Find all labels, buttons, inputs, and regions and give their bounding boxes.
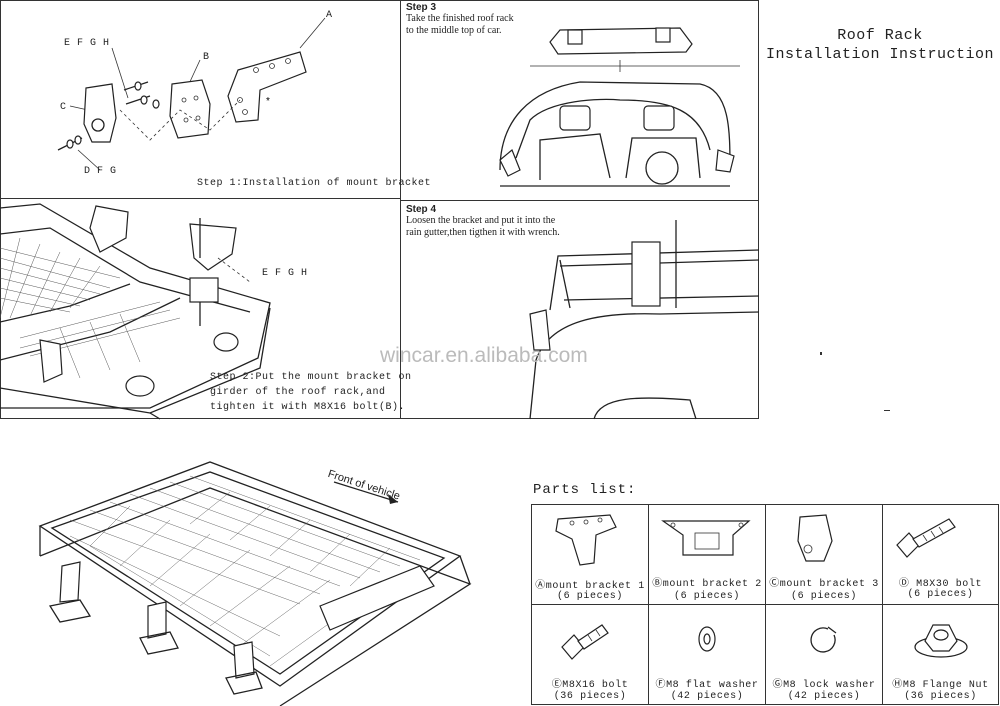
part-qty: (6 pieces) [673, 591, 740, 602]
title-line1: Roof Rack [837, 27, 923, 44]
step2-label-efgh: E F G H [262, 268, 308, 279]
step1-caption: Step 1:Installation of mount bracket [197, 178, 432, 189]
mount-bracket-3-icon [797, 514, 833, 562]
part-qty: (6 pieces) [556, 591, 623, 602]
part-cell-a: Ⓐmount bracket 1 (6 pieces) [531, 504, 649, 605]
step4-text: Step 4 Loosen the bracket and put it int… [406, 204, 560, 239]
part-name: Ⓓ M8X30 bolt [898, 579, 983, 590]
step3-line1: Take the finished roof rack [406, 13, 514, 24]
part-qty: (6 pieces) [907, 589, 974, 600]
rack-3d-diagram [38, 461, 472, 706]
m8x16-bolt-icon [561, 624, 609, 660]
part-cell-e: ⒺM8X16 bolt (36 pieces) [531, 604, 649, 705]
step4-line2: rain gutter,then tigthen it with wrench. [406, 227, 560, 238]
part-qty: (42 pieces) [670, 691, 744, 702]
part-name: Ⓑmount bracket 2 [652, 579, 762, 590]
step3-title: Step 3 [406, 2, 437, 13]
part-cell-h: ⒽM8 Flange Nut (36 pieces) [882, 604, 999, 705]
parts-list-heading: Parts list: [533, 482, 637, 498]
parts-table: Ⓐmount bracket 1 (6 pieces) Ⓑmount brack… [531, 504, 999, 705]
step1-label-b: B [203, 52, 210, 63]
step3-line2: to the middle top of car. [406, 25, 502, 36]
part-cell-g: ⒼM8 lock washer (42 pieces) [765, 604, 883, 705]
step1-label-efgh: E F G H [64, 38, 110, 49]
part-name: Ⓐmount bracket 1 [535, 581, 645, 592]
step1-bracket-diagram: * [57, 17, 326, 171]
part-name: Ⓒmount bracket 3 [769, 579, 879, 590]
step3-text: Step 3 Take the finished roof rack to th… [406, 2, 514, 37]
part-qty: (42 pieces) [787, 691, 861, 702]
page-title: Roof Rack Installation Instruction [760, 26, 1000, 64]
part-cell-b: Ⓑmount bracket 2 (6 pieces) [648, 504, 766, 605]
step3-car-diagram [499, 27, 740, 187]
title-line2: Installation Instruction [765, 46, 995, 63]
part-cell-c: Ⓒmount bracket 3 (6 pieces) [765, 504, 883, 605]
m8-flat-washer-icon [698, 626, 716, 652]
step4-line1: Loosen the bracket and put it into the [406, 215, 556, 226]
part-qty: (36 pieces) [553, 691, 627, 702]
step4-panel [400, 200, 759, 419]
stray-mark [820, 352, 822, 355]
step1-label-a: A [326, 10, 333, 21]
front-arrow [333, 481, 399, 504]
step1-label-c: C [60, 102, 67, 113]
step1-label-dfg: D F G [84, 166, 117, 177]
step2-rack-diagram [0, 203, 271, 420]
mount-bracket-2-icon [661, 520, 751, 556]
part-name: ⒻM8 flat washer [655, 680, 759, 691]
mount-bracket-1-icon [555, 514, 617, 566]
step4-title: Step 4 [406, 204, 437, 215]
m8-flange-nut-icon [914, 624, 968, 658]
part-qty: (36 pieces) [904, 691, 977, 702]
part-name: ⒼM8 lock washer [772, 680, 876, 691]
part-cell-f: ⒻM8 flat washer (42 pieces) [648, 604, 766, 705]
part-name: ⒽM8 Flange Nut [892, 680, 989, 691]
part-qty: (6 pieces) [790, 591, 857, 602]
watermark: wincar.en.alibaba.com [380, 344, 588, 367]
step2-caption-line1: Step 2:Put the mount bracket on [210, 372, 412, 383]
step2-caption-line2: girder of the roof rack,and [210, 387, 386, 398]
step2-caption-line3: tighten it with M8X16 bolt(B). [210, 402, 406, 413]
svg-text:*: * [266, 96, 270, 107]
m8-lock-washer-icon [810, 626, 837, 653]
part-name: ⒺM8X16 bolt [551, 680, 629, 691]
m8x30-bolt-icon [896, 518, 956, 558]
stray-mark [884, 410, 890, 411]
part-cell-d: Ⓓ M8X30 bolt (6 pieces) [882, 504, 999, 605]
step2-caption: Step 2:Put the mount bracket on girder o… [210, 370, 412, 415]
step4-gutter-diagram [529, 220, 760, 420]
